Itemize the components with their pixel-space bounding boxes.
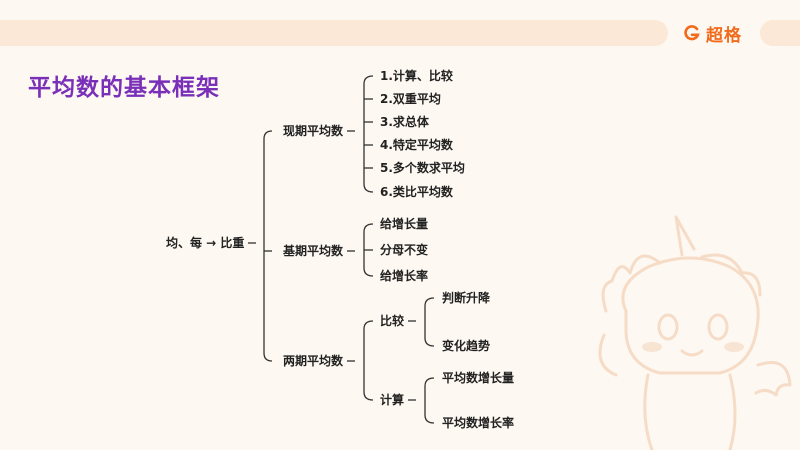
- sub-branch-compare: 比较: [380, 314, 405, 328]
- page-title: 平均数的基本框架: [28, 75, 220, 101]
- leaf-base-3: 给增长率: [380, 269, 429, 283]
- header-pill: [760, 20, 800, 46]
- root-bracket: [263, 130, 273, 362]
- leaf-calc-2: 平均数增长率: [442, 416, 515, 430]
- brand-logo-icon: [684, 25, 700, 41]
- brand: 超格: [683, 21, 742, 46]
- brand-name: 超格: [706, 25, 742, 46]
- leaf-current-3: 3.求总体: [380, 115, 429, 129]
- sub-branch-calculate: 计算: [380, 393, 405, 407]
- leaf-current-2: 2.双重平均: [380, 92, 441, 106]
- leaf-current-1: 1.计算、比较: [380, 69, 453, 83]
- branch-base-period: 基期平均数: [283, 244, 344, 258]
- calc-bracket: [424, 377, 435, 424]
- leaf-current-6: 6.类比平均数: [380, 185, 453, 199]
- leaf-base-1: 给增长量: [380, 217, 429, 231]
- leaf-current-4: 4.特定平均数: [380, 138, 453, 152]
- leaf-current-5: 5.多个数求平均: [380, 161, 465, 175]
- unicorn-mascot-icon: [598, 215, 792, 450]
- tree-root: 均、每 → 比重: [166, 236, 245, 250]
- compare-bracket: [424, 297, 435, 347]
- current-bracket: [363, 75, 374, 193]
- leaf-base-2: 分母不变: [380, 243, 429, 257]
- two-bracket: [363, 320, 374, 401]
- branch-current-period: 现期平均数: [283, 124, 344, 138]
- leaf-calc-1: 平均数增长量: [442, 371, 515, 385]
- leaf-compare-1: 判断升降: [442, 291, 491, 305]
- leaf-compare-2: 变化趋势: [442, 339, 491, 353]
- header-banner: [0, 20, 668, 46]
- branch-two-periods: 两期平均数: [283, 354, 344, 368]
